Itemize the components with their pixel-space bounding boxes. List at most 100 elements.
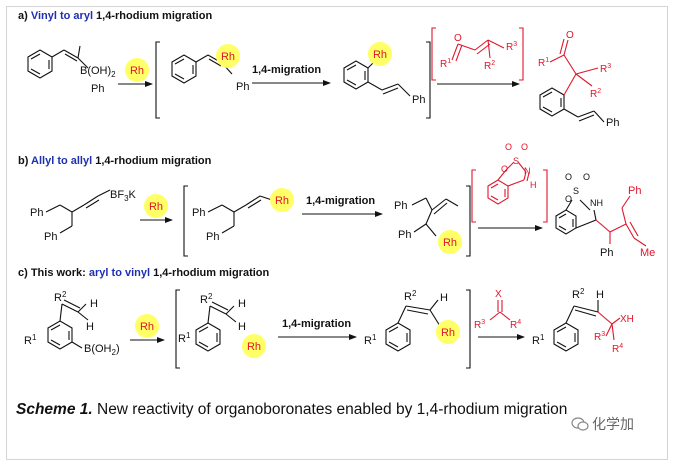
section-c-r2-1: R2	[54, 290, 67, 304]
rh-badge-c3: Rh	[436, 320, 460, 344]
section-b-ph-2: Ph	[44, 231, 57, 243]
rh-badge-c1: Rh	[135, 314, 159, 338]
section-a-product-r2: R2	[590, 88, 601, 100]
section-a-ph-3: Ph	[412, 94, 425, 106]
section-a-drawing	[27, 27, 605, 123]
section-a-migration-label: 1,4-migration	[252, 64, 321, 76]
section-c-title: c) This work: aryl to vinyl 1,4-rhodium …	[18, 267, 269, 279]
section-c-r1-3: R1	[364, 333, 377, 347]
section-b-suffix: 1,4-rhodium migration	[92, 155, 212, 167]
section-a-intermediate-2	[343, 57, 411, 97]
section-c-starting-material	[47, 299, 89, 350]
svg-text:Rh: Rh	[441, 327, 455, 339]
svg-text:Rh: Rh	[140, 321, 154, 333]
section-c-product-r1: R1	[532, 333, 545, 347]
section-b-reagent-o-ring: O	[501, 164, 508, 174]
section-b-ph-1: Ph	[30, 207, 43, 219]
svg-text:Rh: Rh	[247, 341, 261, 353]
section-b-ph-5: Ph	[394, 200, 407, 212]
section-c-product-h: H	[596, 289, 604, 301]
section-c-h-2: H	[86, 321, 94, 333]
scheme-frame	[6, 6, 668, 460]
caption-text: New reactivity of organoboronates enable…	[92, 401, 568, 418]
section-c-bracket-right	[466, 289, 471, 369]
section-c-prefix: c) This work:	[18, 267, 89, 279]
section-b-product-o-top-2: O	[583, 172, 590, 182]
caption-label: Scheme 1.	[16, 401, 93, 418]
section-b-ph-6: Ph	[398, 229, 411, 241]
svg-text:Rh: Rh	[443, 237, 457, 249]
svg-text:Rh: Rh	[373, 49, 387, 61]
section-c-h-4: H	[238, 321, 246, 333]
section-b-bf3k: BF3K	[110, 189, 137, 203]
section-c-migration-label: 1,4-migration	[282, 318, 351, 330]
section-c-h-1: H	[90, 298, 98, 310]
section-c-h-5: H	[440, 292, 448, 304]
section-b-product-o-ring: O	[565, 194, 572, 204]
section-a-ph-2: Ph	[236, 81, 249, 93]
section-b-reagent-o-top-2: O	[521, 142, 528, 152]
section-a-prefix: a)	[18, 10, 31, 22]
section-b-bracket-left	[183, 185, 188, 257]
section-a-enone-r1: R1	[440, 58, 451, 70]
svg-text:Rh: Rh	[149, 201, 163, 213]
section-a-ph-4: Ph	[606, 117, 619, 129]
section-c-intermediate-2	[385, 299, 441, 352]
rh-badge-b3: Rh	[438, 230, 462, 254]
section-b-product-red	[595, 195, 647, 247]
section-a-product-r1: R1	[538, 57, 549, 69]
section-a-bracket-right	[426, 41, 431, 119]
section-c-r2-2: R2	[200, 292, 213, 306]
section-b-product-labels: O S O O NH	[565, 172, 603, 208]
section-c-product-xh: XH	[620, 314, 634, 325]
section-c-carbonyl	[489, 300, 511, 321]
section-a-product-r3: R3	[600, 63, 611, 75]
svg-text:Rh: Rh	[130, 65, 144, 77]
rh-badge-c2: Rh	[242, 334, 266, 358]
section-c-product	[553, 300, 599, 352]
section-c-product-red	[597, 311, 621, 341]
section-b-reagent-s: S	[513, 156, 519, 166]
section-a-product-o: O	[566, 30, 574, 41]
watermark: 化学加	[571, 414, 634, 434]
wechat-icon	[571, 417, 589, 431]
section-b-reagent-n: N	[524, 166, 531, 176]
section-c-reagent-r4: R4	[510, 319, 521, 331]
section-a-suffix: 1,4-rhodium migration	[93, 10, 213, 22]
section-a-product-red	[549, 38, 599, 96]
section-a-enone-r2: R2	[484, 60, 495, 72]
section-b-drawing	[45, 161, 647, 257]
section-c-highlight: aryl to vinyl	[88, 267, 151, 279]
section-c-h-3: H	[238, 298, 246, 310]
rh-badge-a3: Rh	[368, 42, 392, 66]
svg-text:Rh: Rh	[221, 51, 235, 63]
watermark-text: 化学加	[592, 416, 634, 432]
section-b-migration-label: 1,4-migration	[306, 195, 375, 207]
section-a-starting-material	[27, 45, 89, 79]
section-b-title: b) Allyl to allyl 1,4-rhodium migration	[18, 155, 211, 167]
section-b-intermediate-1	[207, 195, 273, 234]
section-a-enone	[431, 27, 524, 81]
section-b-reagent-o-top-1: O	[505, 142, 512, 152]
section-b-product-nh: NH	[590, 198, 603, 208]
section-c-reagent-r3: R3	[474, 319, 485, 331]
section-b-highlight: Allyl to allyl	[31, 155, 93, 167]
section-c-r2-3: R2	[404, 289, 417, 303]
rh-badge-b2: Rh	[270, 188, 294, 212]
section-b-prefix: b)	[18, 155, 32, 167]
section-b-product-o-top-1: O	[565, 172, 572, 182]
scheme-caption: Scheme 1. New reactivity of organoborona…	[16, 400, 616, 419]
section-a-highlight: Vinyl to aryl	[30, 10, 93, 22]
section-a-enone-o: O	[454, 33, 462, 44]
section-b-sulfamidate-labels: O S O O N H	[501, 142, 537, 190]
rh-badge-b1: Rh	[144, 194, 168, 218]
section-c-reagent-x: X	[495, 289, 502, 300]
section-c-product-r2: R2	[572, 287, 585, 301]
section-a-ph-1: Ph	[91, 83, 104, 95]
section-b-product-ph-1: Ph	[600, 247, 613, 259]
section-b-intermediate-2	[411, 197, 459, 237]
section-b-product-ph-2: Ph	[628, 185, 641, 197]
section-c-bracket-left	[175, 289, 180, 369]
section-b-product	[555, 199, 597, 235]
